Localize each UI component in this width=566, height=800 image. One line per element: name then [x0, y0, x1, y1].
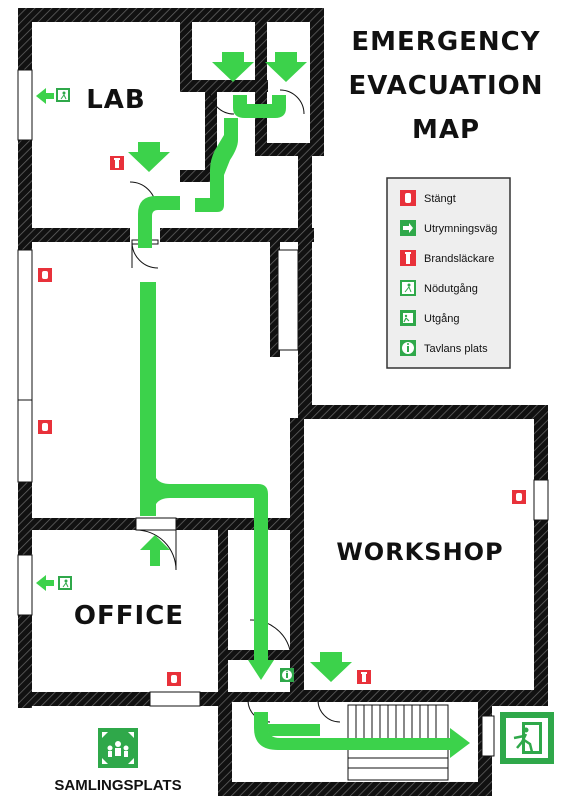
legend-label-fire-extinguisher: Brandsläckare — [424, 253, 494, 265]
legend-label-closed: Stängt — [424, 193, 456, 205]
room-label-lab: LAB — [86, 85, 146, 115]
legend-label-exit: Utgång — [424, 313, 459, 325]
exit-direction-arrows — [36, 88, 54, 591]
closed-hand-icon — [512, 490, 526, 504]
legend-item-fire-extinguisher: Brandsläckare — [400, 250, 494, 266]
fire-extinguisher-icon — [400, 250, 416, 266]
assembly-point-icon — [98, 728, 138, 768]
closed-hand-icon — [400, 190, 416, 206]
room-label-workshop: WORKSHOP — [336, 538, 503, 566]
map-title: EMERGENCY EVACUATION MAP — [348, 27, 543, 145]
room-signs — [38, 88, 554, 764]
closed-hand-icon — [38, 268, 52, 282]
title-line-2: EVACUATION — [348, 71, 543, 101]
emergency-exit-icon — [400, 280, 416, 296]
evacuation-routes — [128, 52, 470, 758]
info-icon — [400, 340, 416, 356]
legend: Stängt Utrymningsväg Brandsläckare — [386, 177, 511, 369]
room-label-office: OFFICE — [74, 601, 184, 631]
assembly-point: SAMLINGSPLATS — [54, 728, 182, 794]
closed-hand-icon — [167, 672, 181, 686]
assembly-point-label: SAMLINGSPLATS — [54, 777, 181, 794]
legend-item-emergency-exit: Nödutgång — [400, 280, 478, 296]
legend-item-escape-route: Utrymningsväg — [400, 220, 497, 236]
legend-label-emergency-exit: Nödutgång — [424, 283, 478, 295]
building-walls — [18, 8, 548, 796]
emergency-exit-icon — [56, 88, 70, 102]
windows — [17, 69, 549, 707]
exit-icon — [500, 712, 554, 764]
legend-item-board-location: Tavlans plats — [400, 340, 488, 356]
title-line-3: MAP — [412, 115, 480, 145]
info-icon — [280, 668, 294, 682]
legend-label-board-location: Tavlans plats — [424, 343, 488, 355]
exit-icon — [400, 310, 416, 326]
legend-item-closed: Stängt — [400, 190, 456, 206]
arrow-right-icon — [400, 220, 416, 236]
emergency-exit-icon — [58, 576, 72, 590]
closed-hand-icon — [38, 420, 52, 434]
fire-extinguisher-icon — [110, 156, 124, 170]
legend-label-escape-route: Utrymningsväg — [424, 223, 497, 235]
legend-item-exit: Utgång — [400, 310, 459, 326]
title-line-1: EMERGENCY — [351, 27, 540, 57]
fire-extinguisher-icon — [357, 670, 371, 684]
